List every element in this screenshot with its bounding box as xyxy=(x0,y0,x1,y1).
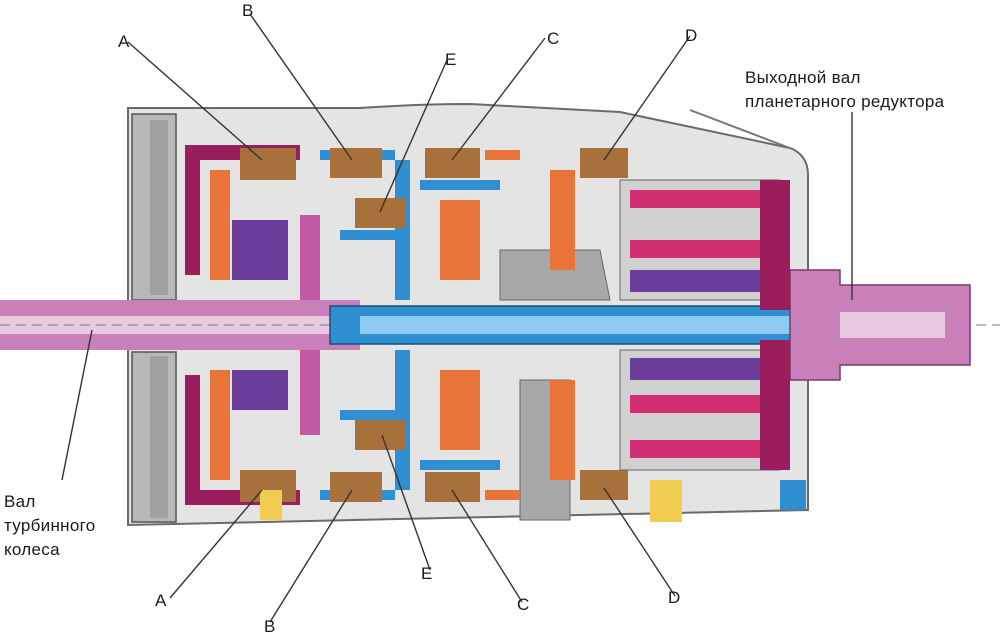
leader-e-bottom xyxy=(381,434,431,571)
turbine-shaft-caption-line-3: колеса xyxy=(4,540,60,559)
output-shaft-caption-line-1: Выходной вал xyxy=(745,68,861,87)
label-d-bottom: D xyxy=(668,588,681,607)
leader-b-top xyxy=(249,13,353,161)
leader-c-bottom xyxy=(451,489,523,603)
label-b-bottom: B xyxy=(264,617,276,636)
turbine-shaft-caption-line-2: турбинного xyxy=(4,516,96,535)
callout-lines xyxy=(61,13,853,623)
label-e-bottom: E xyxy=(421,564,433,583)
clutch-pack-b xyxy=(300,148,382,502)
leader-a-top xyxy=(127,41,263,161)
leader-turbine-shaft xyxy=(61,329,93,481)
leader-c-top xyxy=(451,37,546,161)
clutch-pack-d xyxy=(550,148,628,500)
label-a-top: A xyxy=(118,32,130,51)
label-b-top: B xyxy=(242,1,254,20)
clutch-pack-a xyxy=(185,145,300,505)
clutch-pack-c xyxy=(425,148,520,502)
label-e-top: E xyxy=(445,50,457,69)
label-d-top: D xyxy=(685,26,698,45)
turbine-shaft-caption-line-1: Вал xyxy=(4,492,36,511)
output-shaft xyxy=(789,269,971,381)
clutch-pack-e xyxy=(340,198,410,450)
yellow-ring xyxy=(260,490,282,520)
leader-a-bottom xyxy=(169,489,263,599)
label-c-bottom: C xyxy=(517,595,530,614)
leader-d-bottom xyxy=(603,487,676,597)
label-c-top: C xyxy=(547,29,560,48)
planetary-gearset xyxy=(619,179,790,522)
label-a-bottom: A xyxy=(155,591,167,610)
output-shaft-caption-line-2: планетарного редуктора xyxy=(745,92,945,111)
leader-d-top xyxy=(603,35,691,161)
leader-e-top xyxy=(379,59,448,213)
turbine-shaft-caption: Вал турбинного колеса xyxy=(4,490,96,562)
intermediate-shaft xyxy=(320,150,841,510)
leader-b-bottom xyxy=(269,489,353,623)
output-shaft-caption: Выходной вал планетарного редуктора xyxy=(745,66,944,114)
